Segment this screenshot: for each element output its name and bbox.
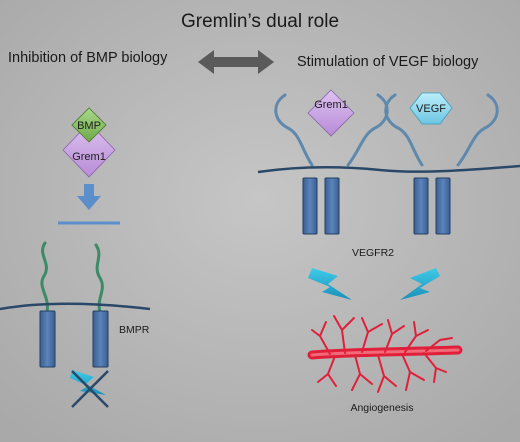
angiogenesis-label: Angiogenesis — [350, 402, 413, 414]
vegf-shape: VEGF — [409, 92, 453, 125]
bmpr-label: BMPR — [119, 324, 150, 336]
vegf-label: VEGF — [416, 103, 446, 115]
diagram-title: Gremlin’s dual role — [181, 11, 339, 32]
right-heading: Stimulation of VEGF biology — [297, 54, 479, 70]
bmpr-membrane — [0, 302, 151, 311]
vegfr2-receptor-vegf: VEGF — [384, 92, 499, 235]
double-arrow-icon — [198, 50, 274, 74]
blood-vessel-icon — [307, 315, 463, 393]
vegfr2-label: VEGFR2 — [352, 247, 394, 259]
lightning-right-icon — [400, 268, 440, 300]
blocked-signal-icon — [70, 370, 109, 408]
bmpr-receptor — [0, 241, 151, 368]
bmp-label-overlay: BMP — [77, 120, 101, 132]
bmp-grem1-complex: BMP BMP Grem1 — [62, 107, 116, 178]
lightning-left-icon — [308, 268, 352, 300]
grem1-right-shape: Grem1 — [307, 89, 355, 137]
left-heading: Inhibition of BMP biology — [8, 50, 168, 66]
grem1-right-label: Grem1 — [314, 99, 348, 111]
vegfr2-membrane — [257, 164, 520, 174]
inhibition-arrow-icon — [58, 184, 120, 225]
grem1-left-shape: BMP Grem1 — [62, 107, 116, 178]
grem1-left-label: Grem1 — [72, 151, 106, 163]
